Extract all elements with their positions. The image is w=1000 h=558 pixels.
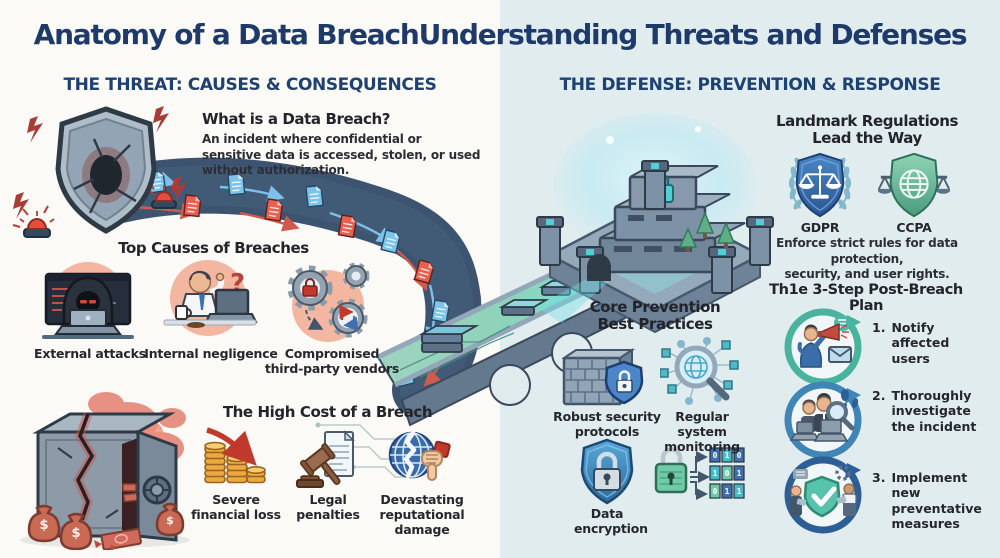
- svg-text:0: 0: [713, 451, 718, 460]
- post-breach-step-3: 3. Implement new preventative measures: [872, 470, 996, 531]
- what-is-heading: What is a Data Breach?: [202, 110, 391, 128]
- svg-text:1: 1: [737, 487, 742, 496]
- svg-text:$: $: [39, 518, 48, 533]
- cause-label-third-party: Compromised third-party vendors: [264, 346, 400, 376]
- money-bag-icon: $: [27, 504, 61, 543]
- cause-label-internal-negligence: Internal negligence: [144, 346, 278, 361]
- step-number: 3.: [872, 470, 886, 485]
- prevention-heading: Core Prevention Best Practices: [589, 298, 721, 333]
- broken-globe-thumbs-down-icon: [388, 430, 451, 481]
- defense-section-header: THE DEFENSE: PREVENTION & RESPONSE: [559, 75, 941, 95]
- regulation-label-gdpr: GDPR: [800, 220, 840, 235]
- investigate-magnifier-ring-icon: [784, 381, 862, 459]
- firewall-shield-icon: [562, 348, 644, 406]
- regulations-heading: Landmark Regulations Lead the Way: [775, 112, 959, 147]
- svg-text:1: 1: [737, 469, 742, 478]
- prevention-label-monitoring: Regular system monitoring: [664, 409, 740, 454]
- ccpa-globe-shield-icon: [878, 152, 950, 218]
- cost-label-reputational-damage: Devastating reputational damage: [379, 492, 465, 537]
- svg-text:1: 1: [713, 469, 718, 478]
- encryption-shield-icon: [580, 438, 634, 505]
- regulation-label-ccpa: CCPA: [896, 220, 932, 235]
- prevention-label-protocols: Robust security protocols: [553, 409, 661, 439]
- post-breach-heading: Th1e 3-Step Post-Breach Plan: [769, 282, 963, 315]
- step-text: Thoroughly investigate the incident: [891, 388, 977, 434]
- broken-shield-icon: [12, 106, 187, 238]
- data-stream-bridge-fortress-illustration: [92, 113, 774, 478]
- regulations-body: Enforce strict rules for data protection…: [776, 236, 958, 282]
- hacker-icon: [42, 262, 134, 339]
- top-causes-heading: Top Causes of Breaches: [118, 239, 309, 257]
- svg-text:1: 1: [725, 487, 730, 496]
- gdpr-scales-shield-icon: [788, 152, 852, 218]
- money-bag-icon: $: [155, 502, 185, 537]
- money-bag-icon: $: [59, 512, 93, 550]
- step-text: Notify affected users: [891, 320, 950, 366]
- svg-text:0: 0: [737, 451, 742, 460]
- svg-text:0: 0: [725, 469, 730, 478]
- prevention-label-encryption: Data encryption: [574, 506, 648, 536]
- shield-check-ring-icon: [784, 456, 862, 534]
- monitoring-magnifier-icon: [660, 337, 739, 405]
- cost-label-financial-loss: Severe financial loss: [191, 492, 281, 522]
- what-is-body: An incident where confidential or sensit…: [202, 132, 481, 178]
- step-number: 2.: [872, 388, 886, 403]
- step-number: 1.: [872, 320, 886, 335]
- svg-text:$: $: [166, 514, 174, 527]
- svg-text:$: $: [71, 526, 80, 541]
- lock-to-ciphertext-icon: 0 1 0 1 0 1 0 1 1: [654, 447, 745, 500]
- svg-text:1: 1: [725, 451, 730, 460]
- post-breach-step-2: 2. Thoroughly investigate the incident: [872, 388, 992, 434]
- compromised-gears-icon: [287, 262, 370, 342]
- cost-label-legal-penalties: Legal penalties: [296, 492, 360, 522]
- negligent-employee-icon: ?: [163, 260, 258, 336]
- step-text: Implement new preventative measures: [891, 470, 982, 531]
- declining-coins-icon: [204, 427, 266, 484]
- threat-section-header: THE THREAT: CAUSES & CONSEQUENCES: [63, 75, 437, 95]
- cause-label-external-attacks: External attacks: [34, 346, 146, 361]
- cracked-vault-icon: $ $ $: [20, 392, 190, 550]
- high-cost-heading: The High Cost of a Breach: [222, 403, 433, 421]
- gavel-document-icon: [296, 430, 355, 488]
- post-breach-step-1: 1. Notify affected users: [872, 320, 992, 366]
- svg-text:0: 0: [713, 487, 718, 496]
- page-title: Anatomy of a Data BreachUnderstanding Th…: [33, 18, 968, 51]
